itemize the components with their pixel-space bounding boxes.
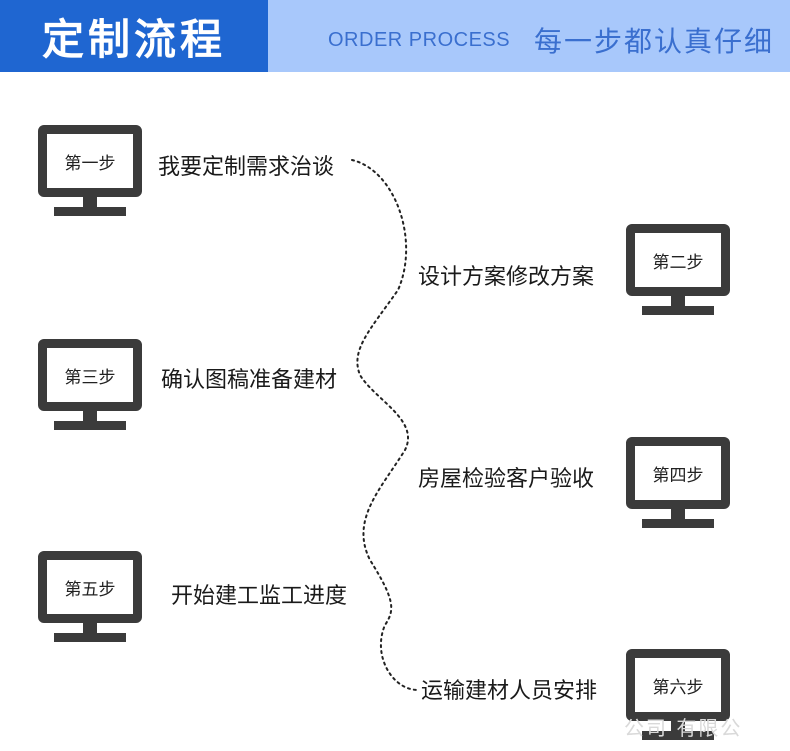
- step-2-text: 设计方案修改方案: [418, 265, 595, 290]
- step-6-label: 第六步: [626, 649, 730, 721]
- step-6-text: 运输建材人员安排: [421, 679, 598, 704]
- page-title: 定制流程: [0, 0, 268, 72]
- step-5-text: 开始建工监工进度: [171, 584, 348, 609]
- step-1-monitor-icon: 第一步: [38, 125, 142, 217]
- step-4-text: 房屋检验客户验收: [418, 467, 595, 492]
- subtitle-chinese: 每一步都认真仔细: [534, 25, 775, 58]
- step-4-monitor-icon: 第四步: [626, 437, 730, 529]
- step-3-monitor-icon: 第三步: [38, 339, 142, 431]
- step-4-label: 第四步: [626, 437, 730, 509]
- step-1-label: 第一步: [38, 125, 142, 197]
- step-2-monitor-icon: 第二步: [626, 224, 730, 316]
- watermark: 公司 有限公: [624, 716, 743, 740]
- step-5-monitor-icon: 第五步: [38, 551, 142, 643]
- subtitle-english: ORDER PROCESS: [328, 29, 511, 51]
- step-5-label: 第五步: [38, 551, 142, 623]
- step-3-text: 确认图稿准备建材: [161, 368, 338, 393]
- step-6-monitor-icon: 第六步: [626, 649, 730, 741]
- step-1-text: 我要定制需求治谈: [158, 155, 335, 180]
- step-2-label: 第二步: [626, 224, 730, 296]
- step-3-label: 第三步: [38, 339, 142, 411]
